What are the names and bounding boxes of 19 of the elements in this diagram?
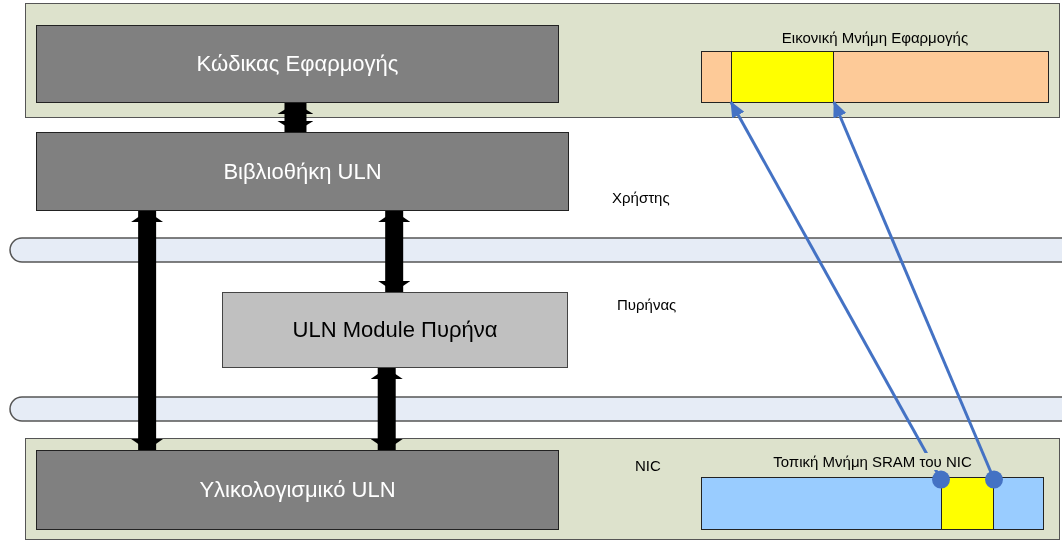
layer-panel [25,438,1060,540]
layer-label: Χρήστης [612,189,670,206]
component-box: Βιβλιοθήκη ULN [36,132,569,211]
memory-heading: Εικονική Μνήμη Εφαρμογής [779,29,971,46]
layer-panel [25,3,1060,118]
double-arrow [378,211,411,292]
arrow [729,101,950,489]
component-box: Υλικολογισμικό ULN [36,450,559,530]
double-arrow [131,211,164,450]
component-box: ULN Module Πυρήνα [222,292,568,368]
arrow [832,101,1003,489]
memory-segment [731,52,834,102]
memory-segment [941,478,994,529]
double-arrow [277,103,314,132]
memory-heading: Τοπική Μνήμη SRAM του NIC [771,453,974,470]
double-arrow [370,368,403,450]
layer-label: NIC [635,457,661,474]
component-box: Κώδικας Εφαρμογής [36,25,559,103]
layer-label: Πυρήνας [617,296,677,313]
